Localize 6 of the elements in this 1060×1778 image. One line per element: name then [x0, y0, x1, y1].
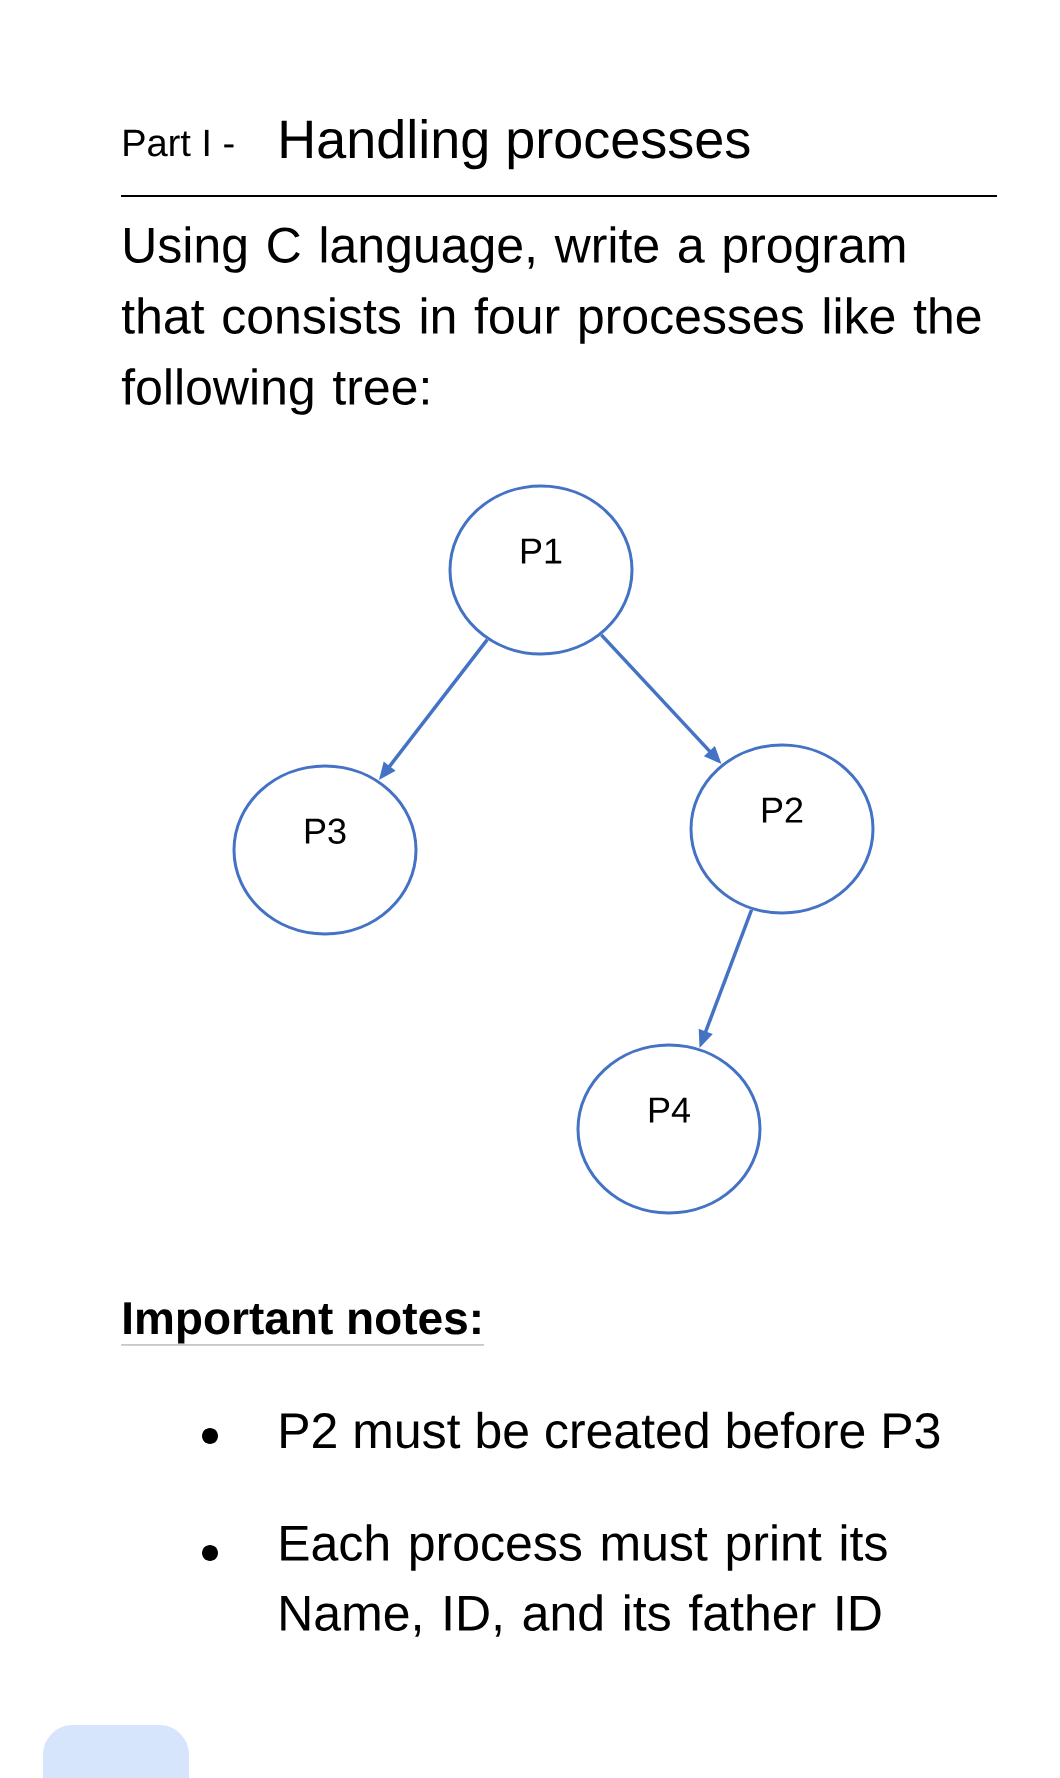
- title: Handling processes: [281, 118, 750, 170]
- part-label: Part I -: [124, 129, 234, 157]
- notes-heading: Important notes:: [121, 1302, 485, 1346]
- paragraph: Using C language, write a program that consists in four processes like the following tree:: [121, 226, 981, 415]
- note-text: Each process must print its Name, ID, and its father ID: [281, 1524, 887, 1637]
- note-text: P2 must be created before P3: [281, 1411, 940, 1449]
